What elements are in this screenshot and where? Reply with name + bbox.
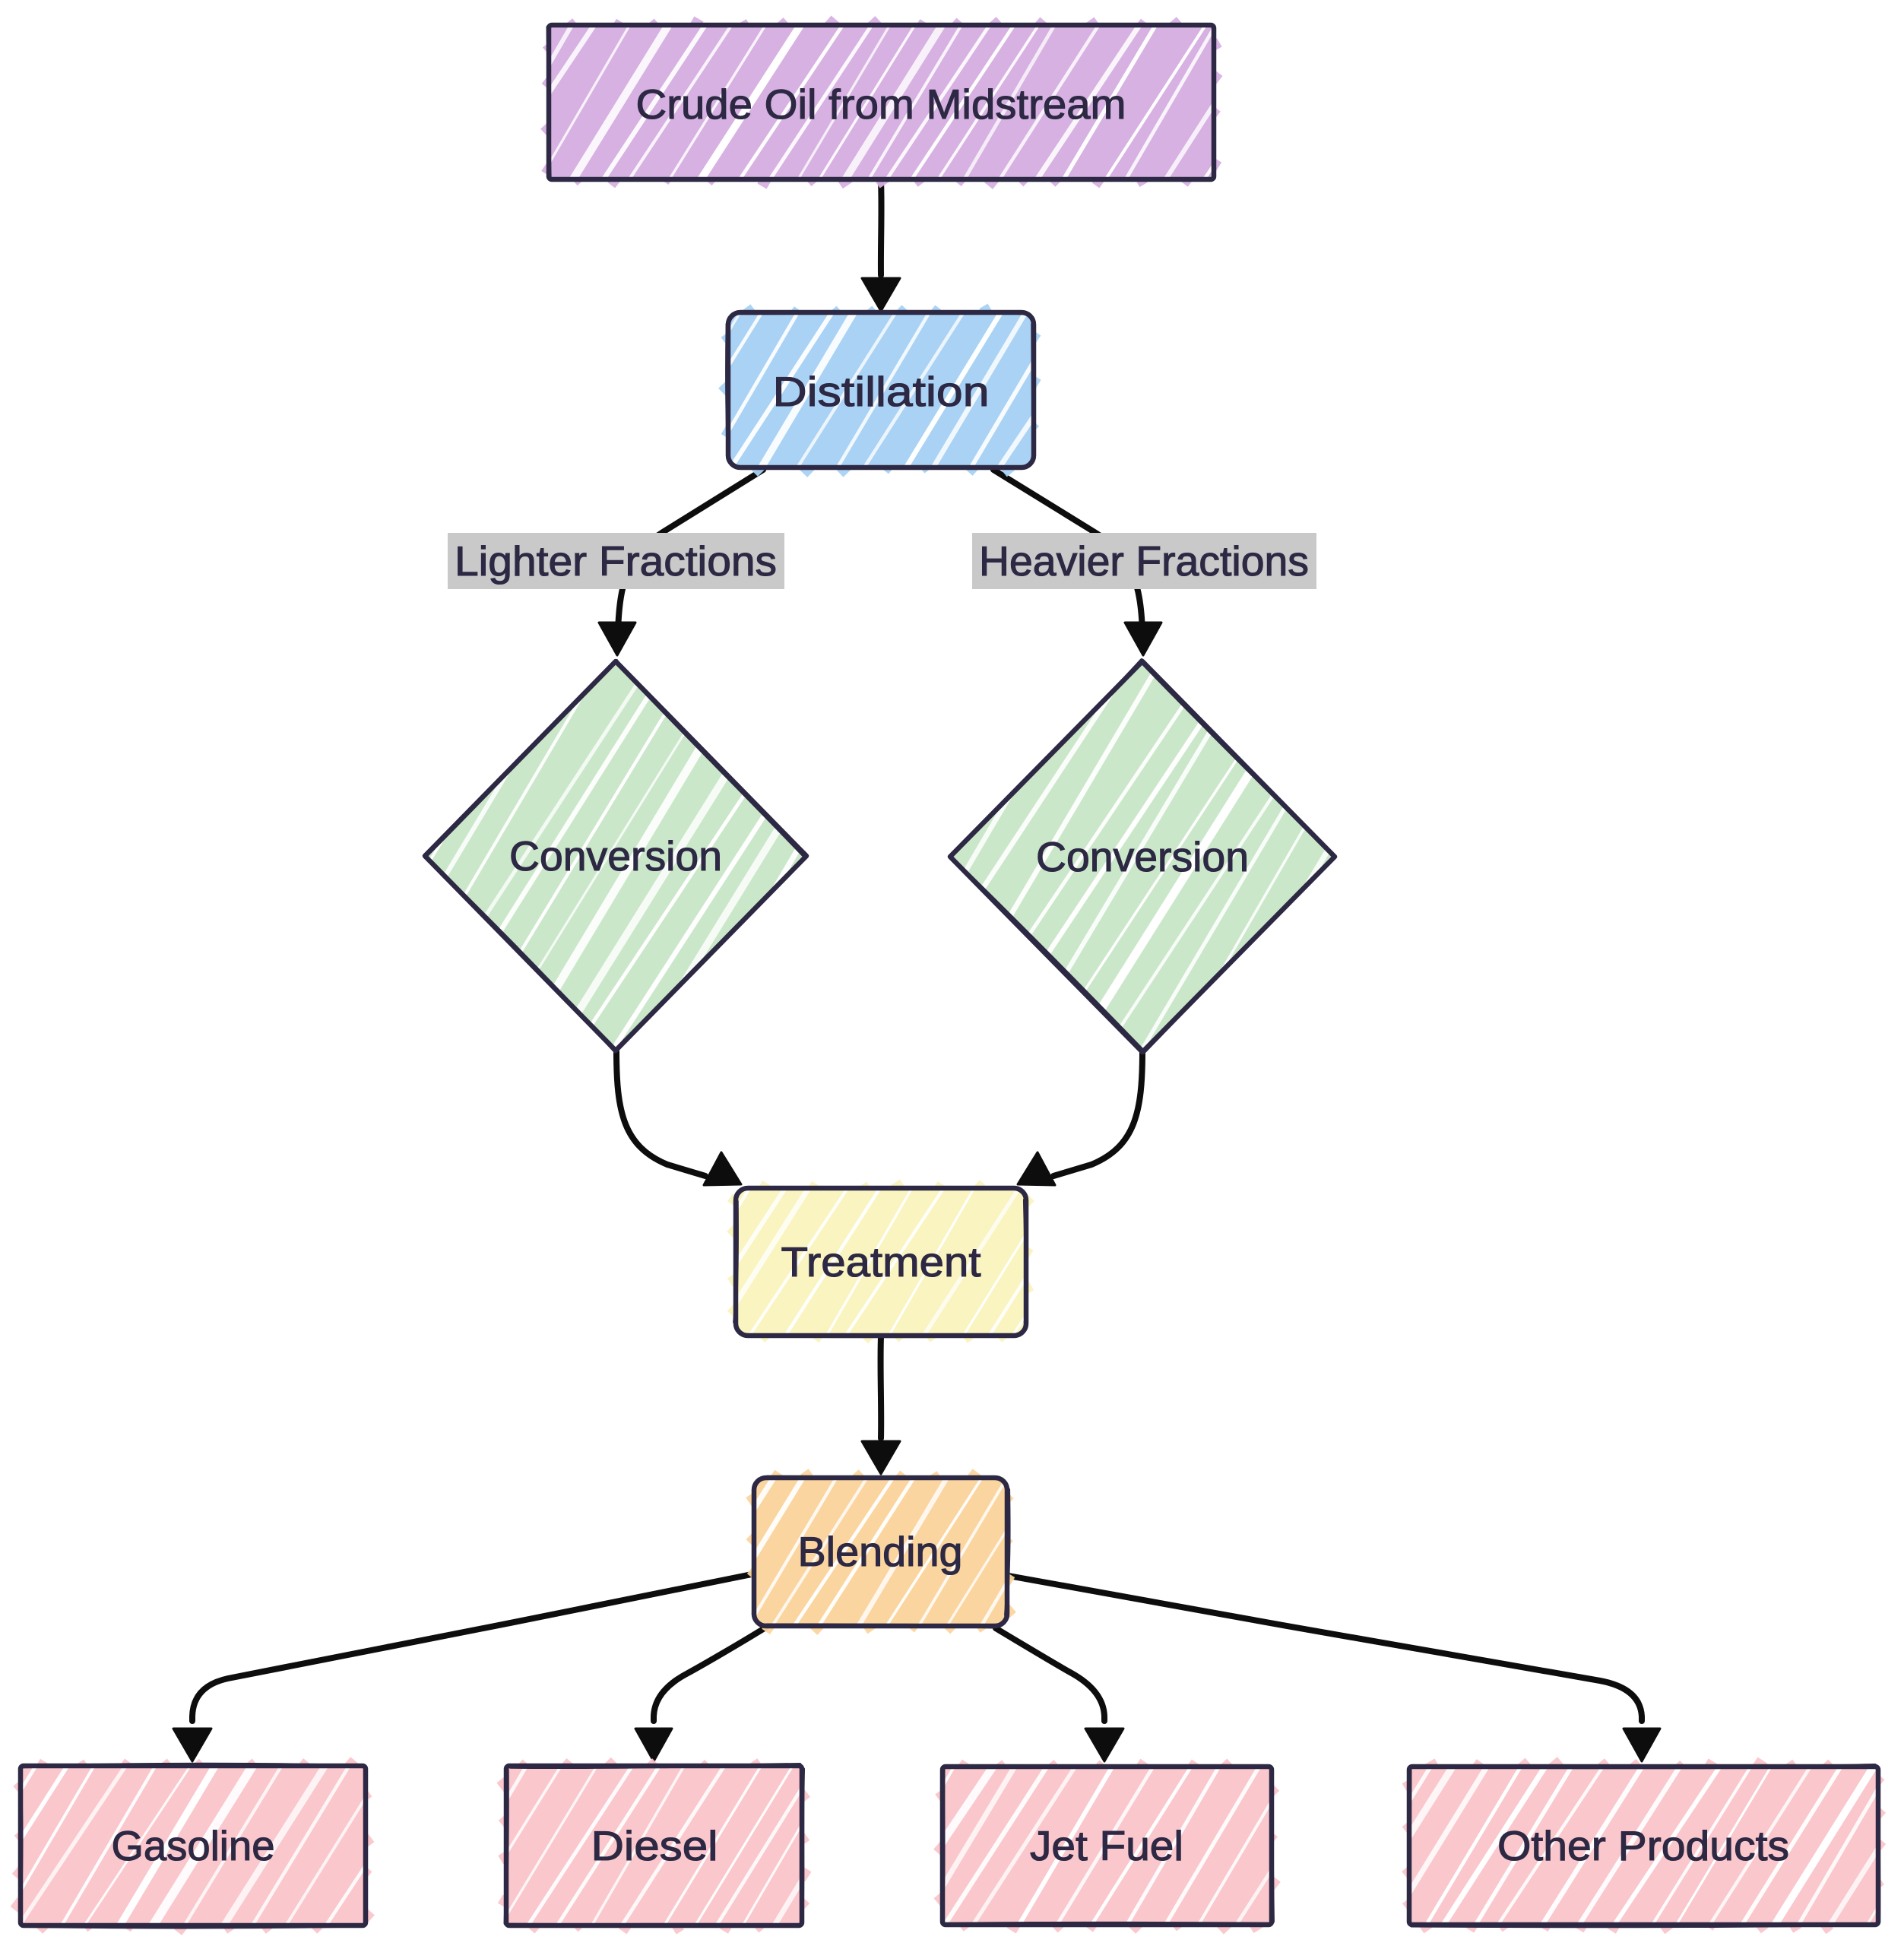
svg-text:Distillation: Distillation <box>773 368 990 415</box>
svg-text:Crude Oil from Midstream: Crude Oil from Midstream <box>636 81 1126 128</box>
svg-text:Conversion: Conversion <box>509 832 722 880</box>
svg-text:Treatment: Treatment <box>781 1238 981 1285</box>
svg-text:Conversion: Conversion <box>1036 833 1249 880</box>
svg-text:Heavier Fractions: Heavier Fractions <box>979 537 1309 585</box>
svg-text:Gasoline: Gasoline <box>112 1822 275 1869</box>
svg-text:Diesel: Diesel <box>591 1822 718 1869</box>
svg-text:Blending: Blending <box>798 1528 963 1575</box>
svg-text:Lighter Fractions: Lighter Fractions <box>455 537 777 585</box>
svg-text:Other Products: Other Products <box>1497 1822 1789 1869</box>
svg-text:Jet Fuel: Jet Fuel <box>1030 1822 1183 1869</box>
